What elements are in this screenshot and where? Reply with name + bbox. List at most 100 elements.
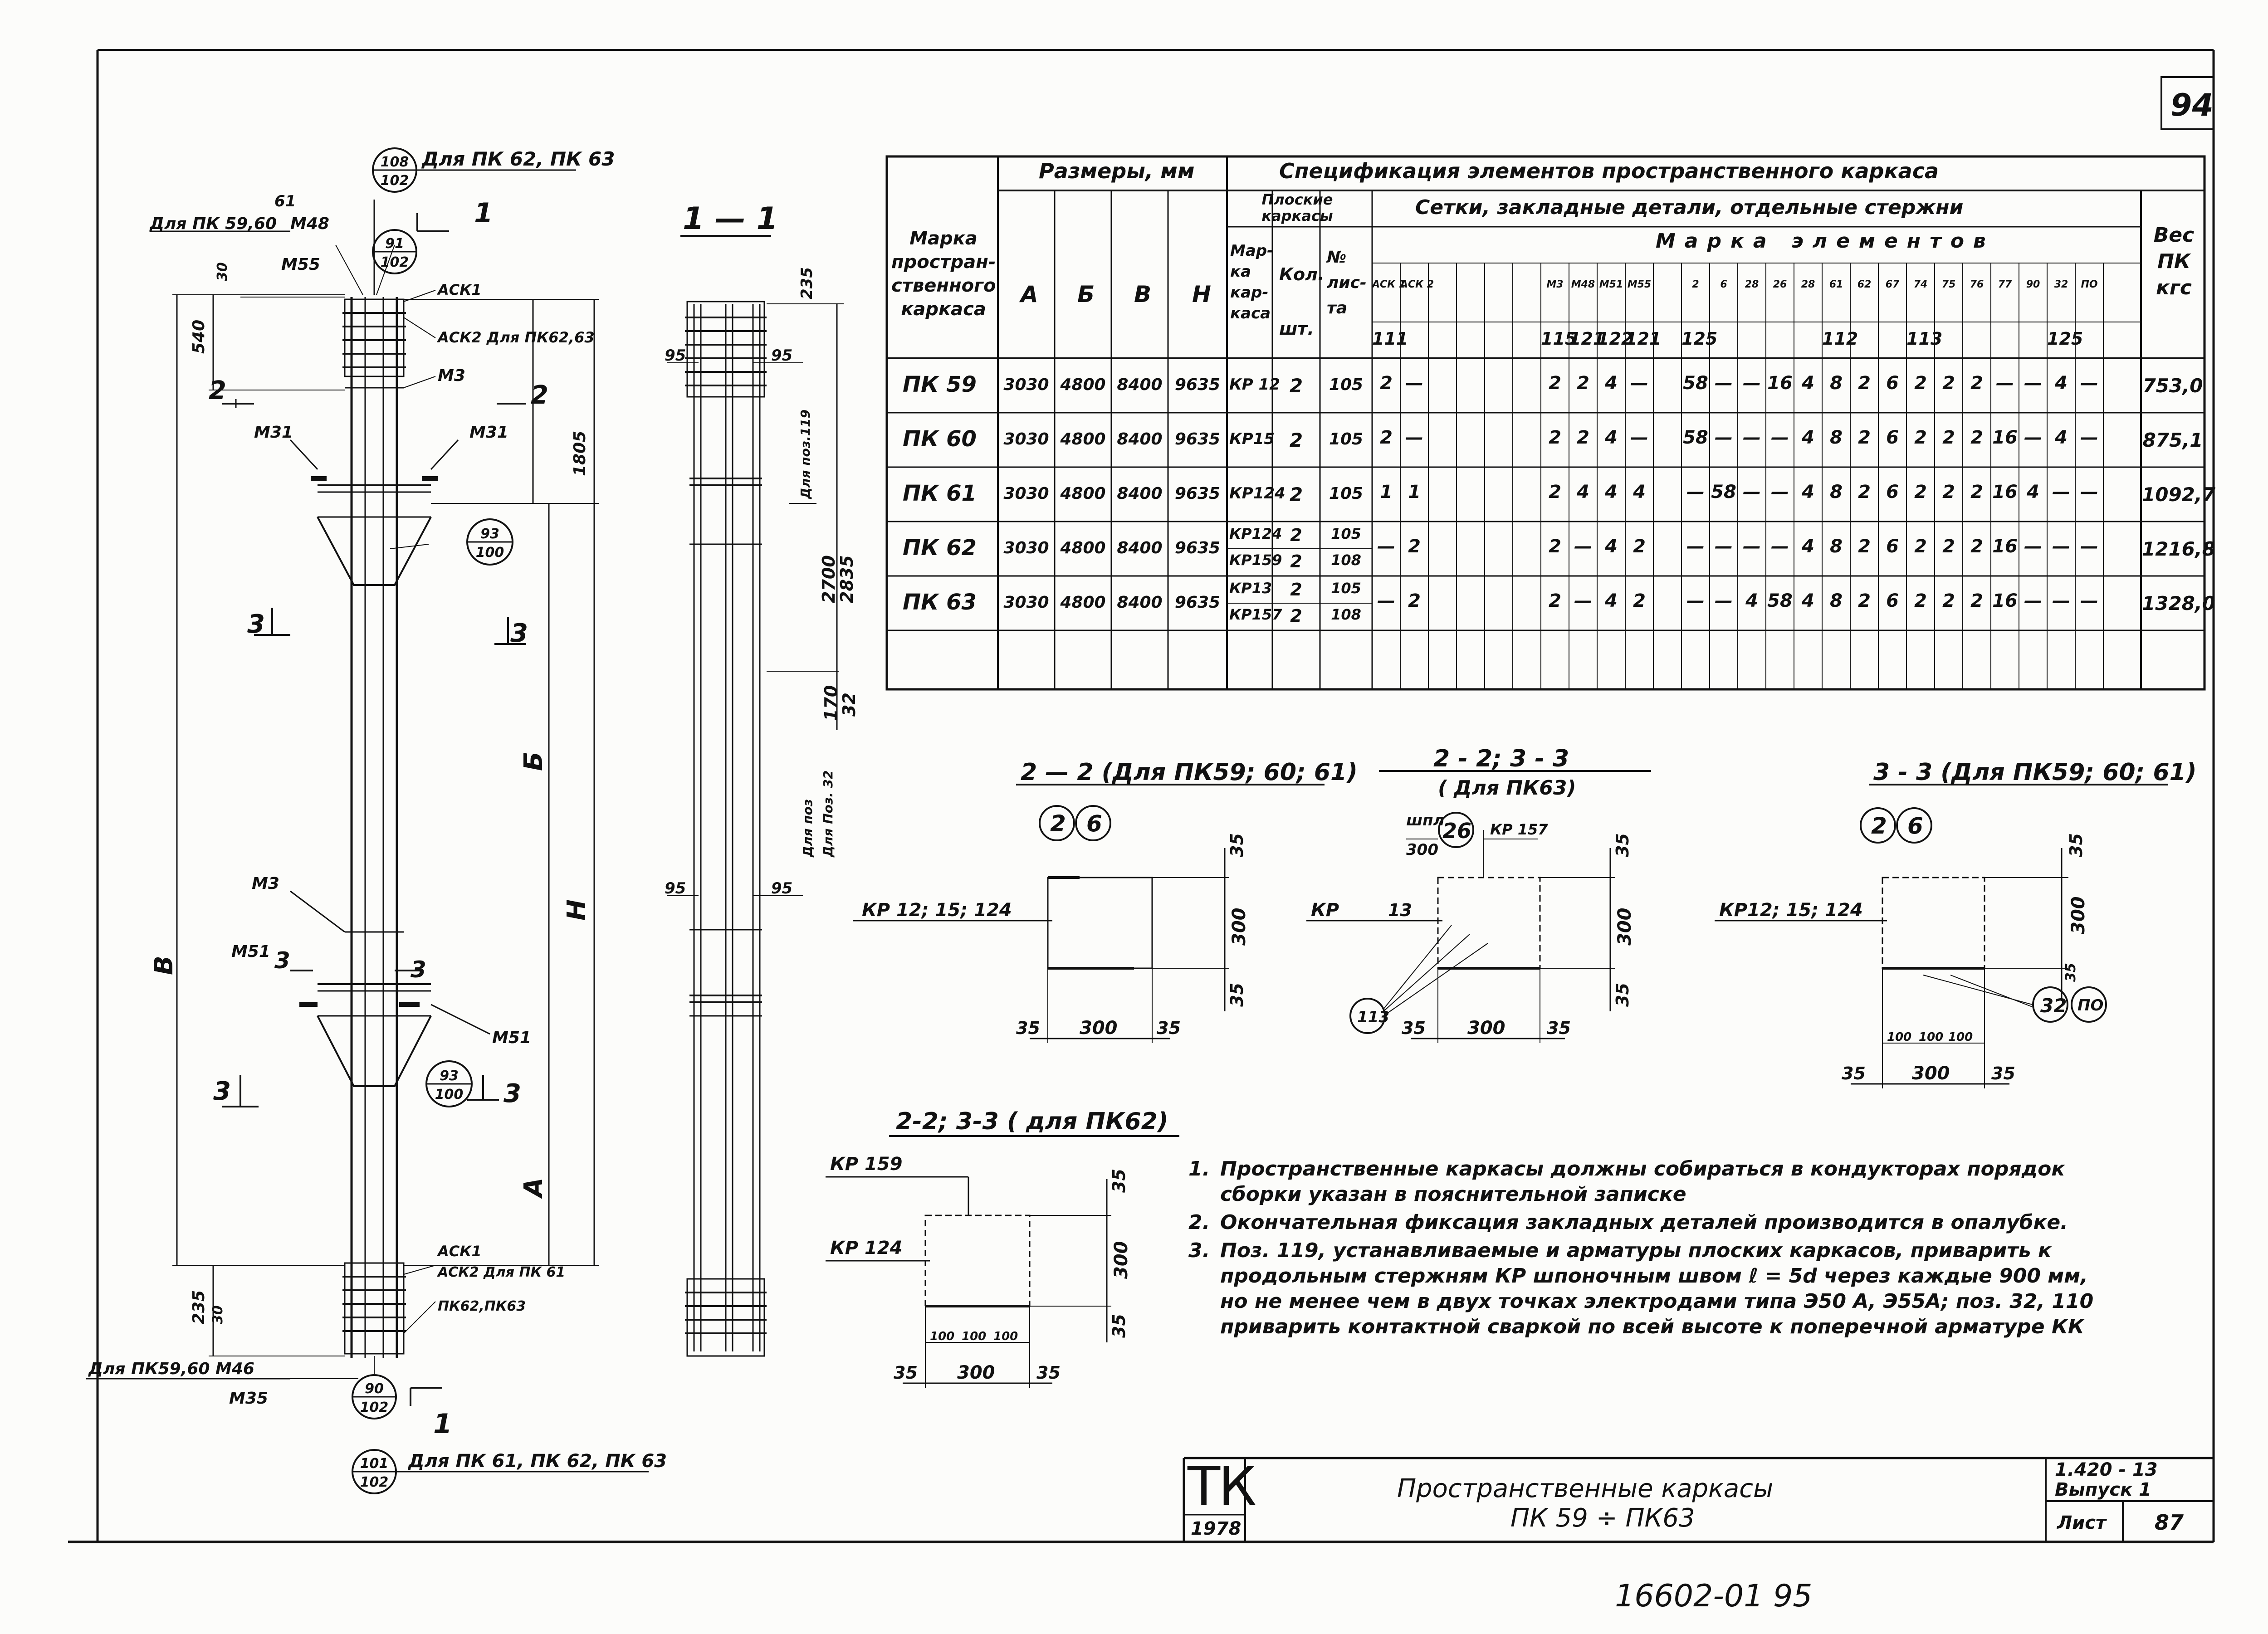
row-cell: 2 <box>1942 373 1955 394</box>
row-cell: 2 <box>1858 590 1871 611</box>
s33-300: 300 <box>1912 1063 1950 1084</box>
row-cell: 8 <box>1830 482 1843 502</box>
tb-title-1: Пространственные каркасы <box>1397 1474 1774 1503</box>
row-cell: — <box>2080 427 2098 448</box>
section-1-1 <box>667 235 844 1357</box>
row-b: 4800 <box>1060 539 1106 557</box>
s22-35c: 35 <box>1227 833 1247 857</box>
row-cell: — <box>1630 373 1648 394</box>
row-cell: — <box>1771 482 1789 502</box>
row-cell: — <box>2052 482 2070 502</box>
th-col-sheet: № лис-та <box>1327 248 1367 317</box>
row-cell: 4 <box>1605 482 1618 502</box>
s2262-35b: 35 <box>1036 1363 1061 1383</box>
row-weight: 1328,0 <box>2142 592 2216 615</box>
s33-100b: 100 <box>1919 1030 1943 1044</box>
row-cell: 2 <box>1858 373 1871 394</box>
row-a: 3030 <box>1003 376 1049 394</box>
s2233-300b: 300 <box>1614 908 1635 946</box>
row-cell: 2 <box>1549 536 1561 557</box>
row-cell: — <box>1996 373 2014 394</box>
row-qty: 2 <box>1289 429 1303 451</box>
row-qty: 2 <box>1290 525 1302 545</box>
note-2: 2.Окончательная фиксация закладных детал… <box>1188 1211 2068 1234</box>
sub-top-cell: ПО <box>2081 279 2098 290</box>
label-for-pk59-60: Для ПК 59,60 <box>149 215 277 233</box>
s2262-100b: 100 <box>962 1330 986 1343</box>
s2262-35a: 35 <box>894 1363 918 1383</box>
row-cell: 8 <box>1830 590 1843 611</box>
row-cell: 2 <box>1914 482 1927 502</box>
label-pk62-63-bottom: ПК62,ПК63 <box>438 1298 526 1314</box>
s2233-circle-113: 113 <box>1357 1008 1389 1026</box>
callout-101-bottom: 102 <box>360 1474 389 1490</box>
s2233-circle-26: 26 <box>1442 819 1471 843</box>
s33-100a: 100 <box>1887 1030 1911 1044</box>
row-a: 3030 <box>1003 484 1049 503</box>
row-mark: ПК 63 <box>903 590 977 615</box>
row-mark: ПК 59 <box>903 372 977 397</box>
label-61: 61 <box>274 192 296 210</box>
s22-300: 300 <box>1080 1018 1118 1039</box>
sub-bot-cell: 111 <box>1372 329 1408 349</box>
sub-bot-cell: 113 <box>1906 329 1943 349</box>
corner-number: 94 <box>2170 88 2214 123</box>
s2233-35d: 35 <box>1613 983 1633 1007</box>
label-30-bottom: 30 <box>210 1305 226 1324</box>
s2233-35b: 35 <box>1547 1018 1571 1038</box>
label-30: 30 <box>215 262 230 281</box>
tb-issue: Выпуск 1 <box>2055 1479 2151 1500</box>
row-cell: 4 <box>1605 427 1618 448</box>
row-h: 9635 <box>1174 484 1221 503</box>
row-b: 4800 <box>1060 484 1106 503</box>
sub-top-cell: 74 <box>1913 279 1928 290</box>
s2233-shpl300: 300 <box>1406 841 1438 859</box>
s2262-100a: 100 <box>930 1330 954 1343</box>
row-cell: 4 <box>1605 373 1618 394</box>
row-cell: — <box>2024 427 2042 448</box>
row-h: 9635 <box>1174 430 1221 449</box>
tb-sheet-no: 87 <box>2155 1510 2184 1535</box>
sub-top-cell: 61 <box>1829 279 1843 290</box>
th-size-b: Б <box>1077 281 1095 307</box>
tb-sheet-label: Лист <box>2057 1512 2107 1533</box>
callout-93-bottom: 100 <box>476 545 504 561</box>
row-cell: — <box>1574 536 1592 557</box>
row-h: 9635 <box>1174 539 1221 557</box>
row-cell: — <box>1377 590 1395 611</box>
row-cell: — <box>1405 373 1423 394</box>
sub-bot-cell: 121 <box>1569 329 1605 349</box>
row-h: 9635 <box>1174 376 1221 394</box>
s22-circle-2: 2 <box>1050 810 1066 837</box>
row-kp2: КР159 <box>1229 551 1282 569</box>
section-2-2-3-3-pk63 <box>1306 770 1651 1043</box>
row-cell: 2 <box>1970 590 1983 611</box>
row-kp2: КР157 <box>1229 606 1282 623</box>
row-a: 3030 <box>1003 430 1049 449</box>
section-1-1-labels: 1 — 1 235 95 95 Для поз.119 2700 2835 17… <box>665 201 859 897</box>
sub-top-cell: 28 <box>1801 279 1815 290</box>
row-cell: 4 <box>1802 482 1814 502</box>
label-235: 235 <box>190 1290 208 1324</box>
section-2-2-text: 2 — 2 (Для ПК59; 60; 61) 2 6 КР 12; 15; … <box>862 759 1358 1039</box>
label-cut-3-b: 3 <box>510 619 528 648</box>
sub-top-cell: 2 <box>1692 279 1699 290</box>
row-cell: 8 <box>1830 536 1843 557</box>
th-flat: Плоские каркасы <box>1261 191 1333 224</box>
row-cell: 2 <box>1970 373 1983 394</box>
row-cell: — <box>1715 590 1733 611</box>
label-for-pk62-63: Для ПК 62, ПК 63 <box>421 148 615 170</box>
row-cell: — <box>1715 536 1733 557</box>
elevation-callout-text: 108 102 91 102 93 100 93 100 90 102 101 … <box>360 154 504 1490</box>
row-cell: — <box>2024 373 2042 394</box>
row-cell: 2 <box>1633 590 1646 611</box>
sub-top-cell: М3 <box>1546 279 1564 290</box>
sub-top-cell: 67 <box>1885 279 1900 290</box>
row-cell: — <box>1715 427 1733 448</box>
callout-93b-top: 93 <box>440 1068 459 1084</box>
row-h: 9635 <box>1174 593 1221 612</box>
callout-91-bottom: 102 <box>381 254 409 270</box>
label-cut-3-d: 3 <box>411 956 426 983</box>
row-cell: 2 <box>1970 536 1983 557</box>
label-m51-left: М51 <box>231 942 270 961</box>
